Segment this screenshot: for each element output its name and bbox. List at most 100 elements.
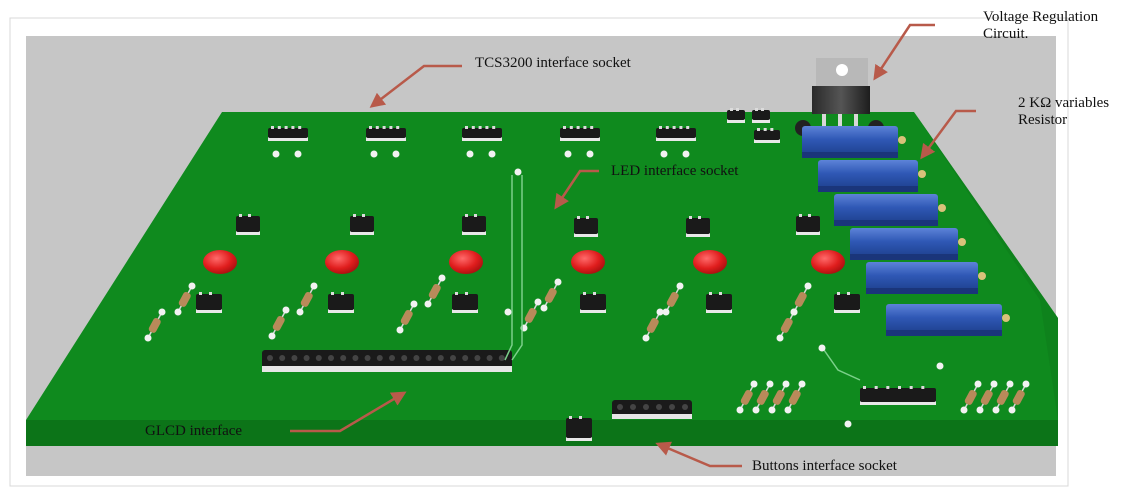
resistor-body <box>780 317 793 333</box>
led <box>811 250 845 274</box>
buttons-pin-hole <box>643 404 649 410</box>
resistor-body <box>794 291 807 307</box>
trimpot-body <box>818 160 918 190</box>
glcd-pin-hole <box>401 355 408 361</box>
resistor-body <box>544 287 557 303</box>
pad <box>798 380 806 388</box>
resistor-body <box>428 283 441 299</box>
chip-pin-row <box>580 309 606 313</box>
chip-pin <box>271 126 274 129</box>
label-tcs3200-socket: TCS3200 interface socket <box>475 55 631 71</box>
chip-pin-row <box>462 137 502 141</box>
chip-pin <box>298 126 302 129</box>
resistor-body <box>772 389 785 405</box>
chip-pin <box>583 292 586 295</box>
pad <box>466 150 474 158</box>
chip-pin <box>679 126 683 129</box>
resistor-body <box>646 317 659 333</box>
pad <box>936 362 944 370</box>
pad <box>514 168 522 176</box>
chip-pin <box>341 292 344 295</box>
label-led-socket: LED interface socket <box>611 163 739 179</box>
chip-pin <box>909 386 913 389</box>
chip-pin-row <box>860 401 936 405</box>
pad <box>564 150 572 158</box>
chip-body <box>452 294 478 310</box>
pad <box>294 150 302 158</box>
pad <box>976 406 984 414</box>
pad <box>504 308 512 316</box>
arrow-buttons <box>655 441 742 468</box>
chip-pin-row <box>754 139 780 143</box>
chip-pin <box>686 126 690 129</box>
trimpot-body <box>850 228 958 258</box>
chip-pin-row <box>752 119 770 123</box>
pad <box>766 380 774 388</box>
chip-pin-row <box>834 309 860 313</box>
trimpot-body <box>802 126 898 156</box>
pad <box>642 334 650 342</box>
chip-pin <box>485 126 489 129</box>
chip-body <box>706 294 732 310</box>
glcd-pin-hole <box>279 355 286 361</box>
chip-pin <box>492 126 496 129</box>
pad <box>438 274 446 282</box>
chip-body <box>796 216 820 232</box>
label-voltage-regulation: Voltage Regulation Circuit. <box>983 9 1098 43</box>
trimpot-base <box>850 254 958 260</box>
chip-body <box>754 130 780 140</box>
arrow-tcs <box>369 64 462 108</box>
chip-body <box>686 218 710 234</box>
chip-pin <box>808 214 811 217</box>
chip-pin <box>579 416 582 419</box>
trimpot-base <box>866 288 978 294</box>
chip-pin <box>672 126 676 129</box>
chip-pin-row <box>452 309 478 313</box>
chip-body <box>268 128 308 138</box>
pad <box>396 326 404 334</box>
callout-arrows <box>290 23 976 468</box>
pad <box>818 344 826 352</box>
pad <box>144 334 152 342</box>
resistor-body <box>400 309 413 325</box>
chip-pin <box>471 126 475 129</box>
resistor-body <box>740 389 753 405</box>
label-voltage-line1: Voltage Regulation <box>983 9 1099 25</box>
pad <box>990 380 998 388</box>
chip-body <box>366 128 406 138</box>
chip-pin <box>569 126 573 129</box>
glcd-pin-hole <box>486 355 493 361</box>
chip-pin <box>389 126 393 129</box>
pad <box>310 282 318 290</box>
pad <box>784 406 792 414</box>
chip-pin <box>455 292 458 295</box>
pcb-trace <box>511 175 523 361</box>
led <box>449 250 483 274</box>
label-variable-resistor: 2 KΩ variables Resistor <box>1018 95 1109 129</box>
buttons-pin-hole <box>630 404 636 410</box>
pad <box>782 380 790 388</box>
glcd-pin-hole <box>425 355 432 361</box>
label-glcd-interface: GLCD interface <box>145 423 243 439</box>
pcb-trace <box>823 349 861 381</box>
pad <box>268 332 276 340</box>
resistor-body <box>964 389 977 405</box>
resistor-body <box>178 291 191 307</box>
pad <box>662 308 670 316</box>
chip-pin-row <box>366 137 406 141</box>
chip-body <box>462 128 502 138</box>
trimpot-base <box>818 186 918 192</box>
pad <box>272 150 280 158</box>
resistor-body <box>300 291 313 307</box>
pad <box>174 308 182 316</box>
trimpot-body <box>866 262 978 292</box>
led <box>203 250 237 274</box>
pad <box>992 406 1000 414</box>
pad <box>676 282 684 290</box>
glcd-pin-hole <box>315 355 322 361</box>
chip-pin <box>736 108 739 111</box>
pad <box>1006 380 1014 388</box>
chip-pin <box>209 292 212 295</box>
glcd-pin-hole <box>328 355 334 361</box>
